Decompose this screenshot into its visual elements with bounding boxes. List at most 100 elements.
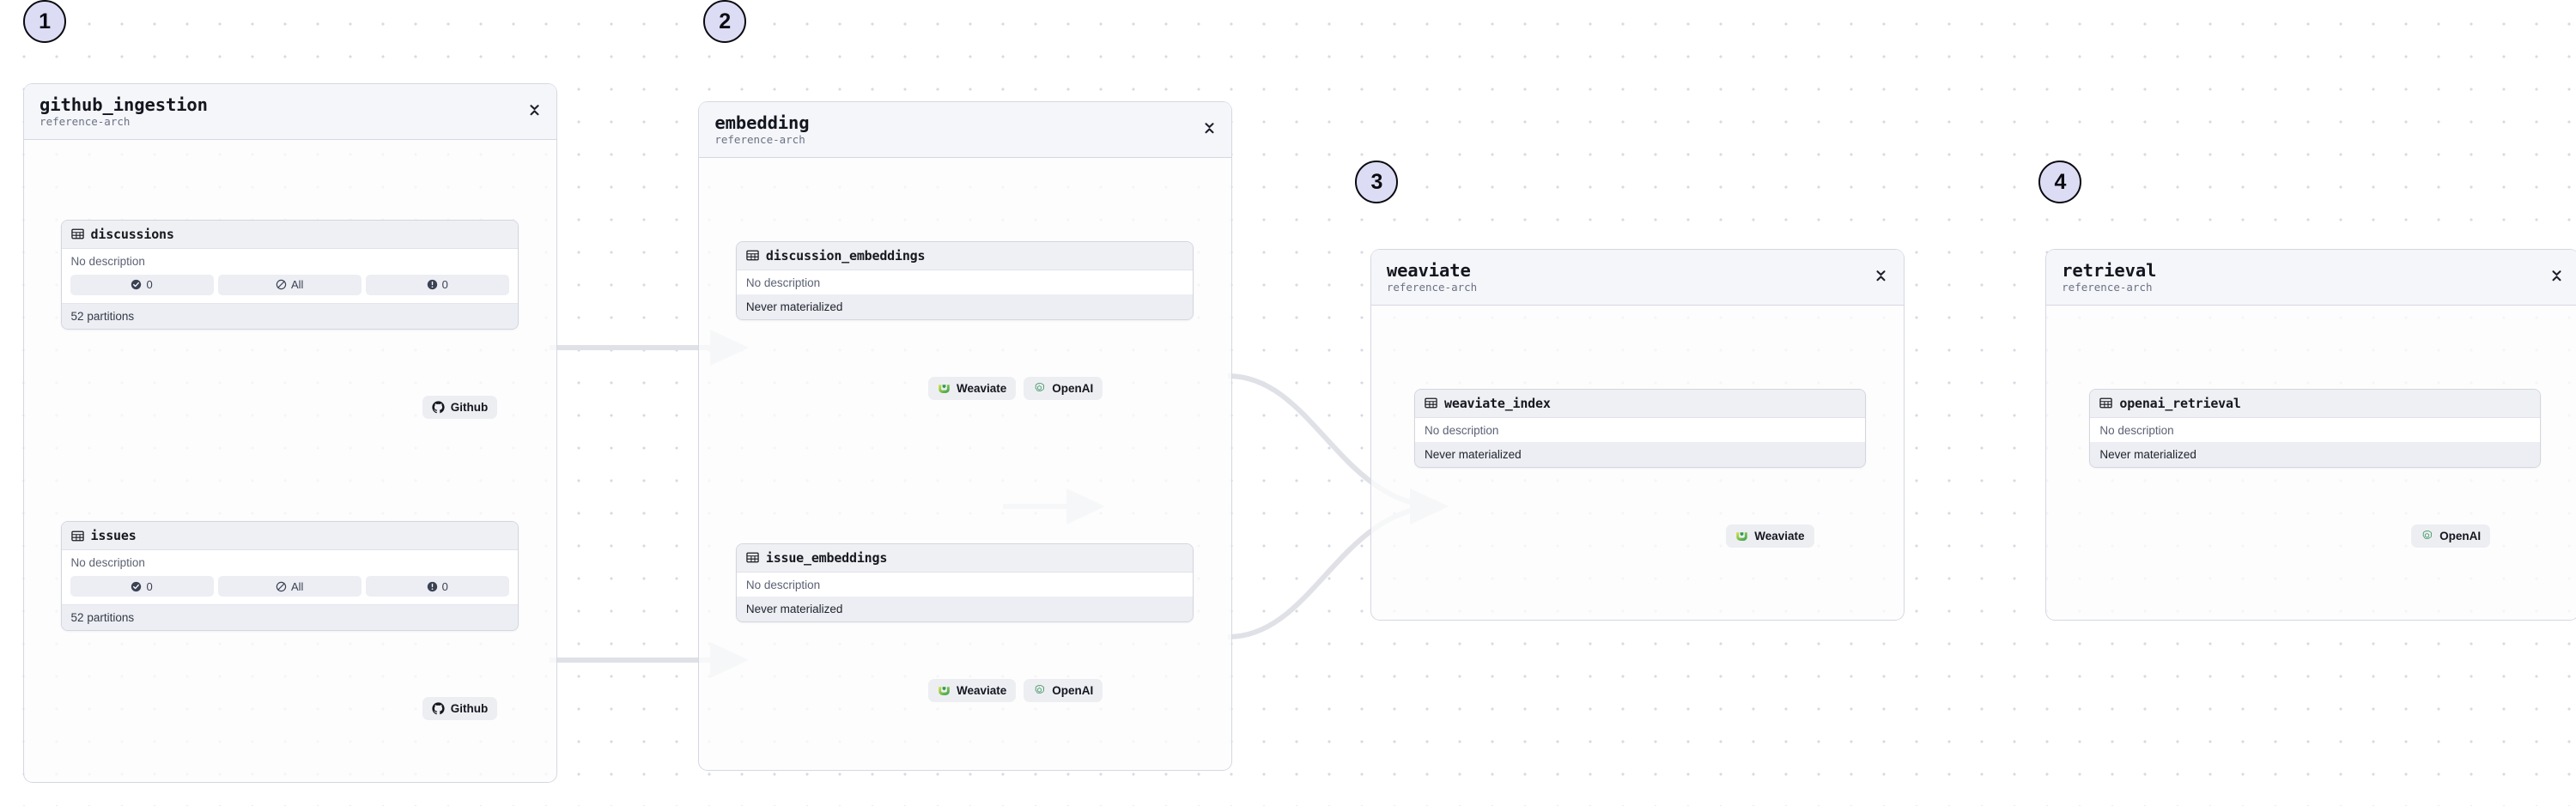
step-callout-2: 2 — [703, 0, 747, 43]
openai-icon — [1035, 685, 1045, 694]
status-chip-label: 0 — [441, 278, 448, 292]
asset-materialization-status: Never materialized — [1415, 441, 1865, 467]
tag-label: Weaviate — [956, 382, 1007, 396]
tag-badge-weaviate[interactable]: Weaviate — [927, 377, 1017, 401]
asset-header[interactable]: issue_embeddings — [736, 543, 1194, 573]
tag-label: Weaviate — [956, 684, 1007, 698]
tag-badge-github[interactable]: Github — [422, 395, 498, 419]
asset-description: No description — [2090, 417, 2540, 442]
github-icon — [432, 702, 445, 715]
step-callout-4: 4 — [2038, 161, 2082, 204]
status-chip-label: 0 — [146, 278, 153, 292]
tag-label: OpenAI — [1052, 684, 1094, 698]
tag-badge-weaviate[interactable]: Weaviate — [1726, 524, 1814, 548]
weaviate-icon — [1736, 532, 1748, 542]
asset-materialization-status: Never materialized — [2090, 441, 2540, 467]
tag-badge-github[interactable]: Github — [422, 697, 498, 721]
status-chip-exclamation-circle[interactable]: 0 — [365, 576, 509, 597]
asset-tag-row: Github — [422, 697, 498, 721]
collapse-chevrons-icon[interactable] — [1875, 268, 1886, 283]
tag-badge-openai[interactable]: OpenAI — [1024, 377, 1103, 401]
collapse-chevrons-icon[interactable] — [529, 102, 540, 118]
asset-materialization-status: Never materialized — [736, 596, 1194, 621]
asset-node-issues[interactable]: issues No description 0 All 0 52 partition… — [60, 521, 519, 632]
weaviate-icon — [939, 687, 950, 696]
group-collapse-button[interactable] — [2549, 266, 2563, 285]
asset-header[interactable]: openai_retrieval — [2090, 389, 2540, 418]
tag-badge-weaviate[interactable]: Weaviate — [927, 679, 1017, 703]
status-chip-no-materialization[interactable]: All — [217, 274, 361, 295]
asset-status-chips: 0 All 0 — [61, 272, 518, 303]
asset-tag-row: Weaviate OpenAI — [927, 377, 1103, 401]
group-collapse-button[interactable] — [1202, 118, 1216, 137]
group-collapse-button[interactable] — [1874, 266, 1888, 285]
asset-header[interactable]: discussions — [61, 220, 518, 249]
asset-description: No description — [736, 572, 1194, 597]
asset-name: issues — [90, 528, 137, 544]
table-icon — [1425, 398, 1437, 409]
weaviate-icon — [939, 385, 950, 394]
asset-name: openai_retrieval — [2119, 395, 2241, 411]
group-title: weaviate — [1386, 259, 1471, 281]
asset-header[interactable]: issues — [61, 522, 518, 551]
tag-label: Github — [450, 702, 489, 716]
openai-icon — [2422, 530, 2433, 540]
tag-label: Github — [450, 400, 489, 414]
asset-header[interactable]: weaviate_index — [1415, 389, 1865, 418]
asset-tag-row: Weaviate OpenAI — [927, 679, 1103, 703]
collapse-chevrons-icon[interactable] — [2551, 268, 2562, 283]
tag-badge-openai[interactable]: OpenAI — [2411, 524, 2491, 548]
asset-description: No description — [61, 248, 518, 273]
table-icon — [2099, 398, 2113, 409]
check-circle-icon — [131, 581, 142, 592]
asset-name: weaviate_index — [1444, 395, 1551, 411]
group-subtitle: reference-arch — [1386, 281, 1478, 294]
tag-badge-openai[interactable]: OpenAI — [1024, 679, 1103, 703]
tag-label: OpenAI — [2439, 530, 2482, 543]
table-icon — [70, 530, 84, 542]
group-title: embedding — [714, 112, 810, 133]
status-chip-check-circle[interactable]: 0 — [70, 576, 214, 597]
step-callout-3: 3 — [1355, 161, 1399, 204]
group-subtitle: reference-arch — [714, 133, 805, 147]
exclamation-circle-icon — [427, 280, 437, 290]
asset-name: discussions — [90, 226, 174, 242]
status-chip-label: All — [290, 278, 304, 292]
status-chip-exclamation-circle[interactable]: 0 — [365, 274, 509, 295]
step-callout-1: 1 — [23, 0, 67, 43]
check-circle-icon — [131, 280, 142, 290]
table-icon — [70, 228, 84, 239]
collapse-chevrons-icon[interactable] — [1204, 120, 1215, 136]
asset-tag-row: Weaviate — [1726, 524, 1814, 548]
asset-materialization-status: Never materialized — [736, 294, 1194, 319]
asset-description: No description — [1415, 417, 1865, 442]
asset-description: No description — [61, 550, 518, 575]
github-icon — [432, 401, 445, 413]
group-subtitle: reference-arch — [2062, 281, 2153, 294]
asset-partitions: 52 partitions — [61, 604, 518, 631]
openai-icon — [1035, 383, 1045, 392]
asset-header[interactable]: discussion_embeddings — [736, 241, 1194, 270]
status-chip-check-circle[interactable]: 0 — [70, 274, 214, 295]
status-chip-no-materialization[interactable]: All — [217, 576, 361, 597]
status-chip-label: 0 — [441, 579, 448, 593]
group-collapse-button[interactable] — [527, 100, 541, 119]
